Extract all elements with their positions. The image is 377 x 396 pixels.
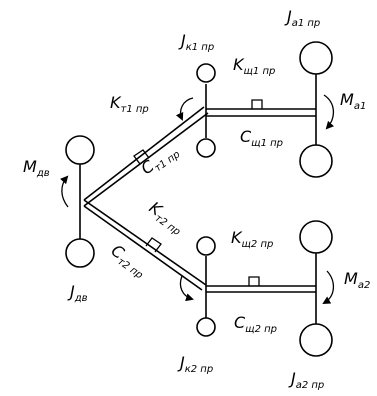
- label-k-sh1: Kщ1 пр: [233, 55, 275, 77]
- label-k-sh2: Kщ2 пр: [231, 228, 273, 250]
- gear-lower-arrow: [179, 275, 194, 302]
- wheel-lower: [299, 220, 333, 357]
- shaft-upper-halfshaft: [206, 108, 316, 117]
- label-j-k1: Jк1 пр: [178, 31, 214, 53]
- label-j-a1: Jа1 пр: [284, 7, 320, 29]
- motor-torque-arrow: [60, 175, 69, 208]
- label-j-a2: Jа2 пр: [288, 369, 324, 391]
- coupling-upper-halfshaft: [251, 99, 263, 109]
- label-k-t1: Kт1 пр: [110, 93, 149, 115]
- wheel-upper-torque-arrow: [323, 94, 335, 130]
- gear-lower: [196, 236, 216, 337]
- label-m-a1: Mа1: [340, 90, 366, 112]
- label-j-dv: Jдв: [67, 282, 88, 304]
- motor-mass: [65, 135, 95, 268]
- coupling-upper-transmission: [133, 149, 150, 165]
- gear-upper: [196, 63, 216, 158]
- label-c-sh2: Cщ2 пр: [234, 313, 277, 335]
- gear-upper-arrow: [175, 97, 194, 121]
- coupling-lower-transmission: [145, 237, 162, 253]
- label-j-k2: Jк2 пр: [177, 353, 213, 375]
- label-c-t2: Cт2 пр: [106, 241, 151, 282]
- label-k-t2: Kт2 пр: [144, 198, 188, 238]
- wheel-lower-torque-arrow: [322, 270, 335, 305]
- label-m-a2: Mа2: [344, 269, 370, 291]
- label-c-sh1: Cщ1 пр: [240, 127, 283, 149]
- shaft-lower-halfshaft: [206, 285, 316, 293]
- coupling-lower-halfshaft: [248, 276, 260, 286]
- label-c-t1: Cт1 пр: [137, 140, 182, 181]
- label-m-dv: Mдв: [23, 157, 50, 179]
- wheel-upper: [299, 41, 333, 178]
- shaft-lower-transmission: [83, 199, 207, 291]
- shaft-upper-transmission: [83, 106, 209, 207]
